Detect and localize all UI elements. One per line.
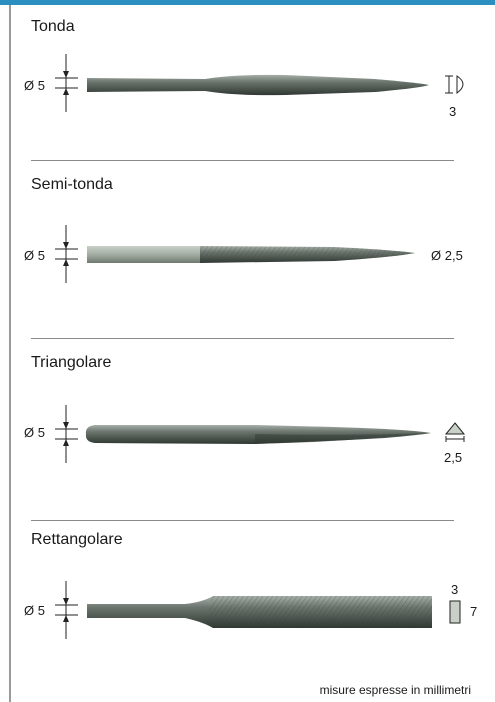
units-footnote: misure espresse in millimetri — [319, 683, 471, 697]
file-tool-rettangolare — [87, 596, 432, 628]
dimension-marker-icon — [55, 405, 78, 463]
dimension-marker-icon — [55, 225, 78, 283]
file-tool-semi-tonda — [87, 246, 415, 263]
section-triangolare: Triangolare Ø 5 2,5 — [0, 0, 495, 521]
left-margin-rule — [9, 5, 11, 702]
rectangle-section-icon — [449, 600, 461, 624]
section-title: Tonda — [31, 18, 75, 35]
dimension-marker-icon — [55, 54, 78, 112]
section-rettangolare: Rettangolare Ø 5 3 7 — [0, 0, 495, 639]
section-tonda: Tonda Ø 5 3 — [0, 0, 495, 170]
shank-diameter-label: Ø 5 — [24, 603, 45, 618]
half-round-section-icon — [445, 75, 464, 95]
dimension-marker-icon — [55, 581, 78, 639]
section-title: Triangolare — [31, 354, 112, 371]
shank-diameter-label: Ø 5 — [24, 248, 45, 263]
section-title: Rettangolare — [31, 531, 123, 548]
section-divider — [31, 160, 454, 161]
section-divider — [31, 520, 454, 521]
tip-width-label: 3 — [451, 582, 459, 597]
tip-dimension-label: Ø 2,5 — [431, 248, 463, 263]
section-title: Semi-tonda — [31, 176, 113, 193]
section-semi-tonda: Semi-tonda Ø 5 Ø 2,5 — [0, 0, 495, 339]
header-bar — [0, 0, 495, 5]
tip-height-label: 7 — [470, 604, 478, 619]
shank-diameter-label: Ø 5 — [24, 425, 45, 440]
file-tool-triangolare — [85, 425, 431, 444]
file-tool-tonda — [87, 74, 429, 96]
tip-dimension-label: 2,5 — [444, 450, 463, 465]
triangle-section-icon — [444, 422, 466, 442]
shank-diameter-label: Ø 5 — [24, 78, 45, 93]
tip-dimension-label: 3 — [449, 104, 457, 119]
section-divider — [31, 338, 454, 339]
